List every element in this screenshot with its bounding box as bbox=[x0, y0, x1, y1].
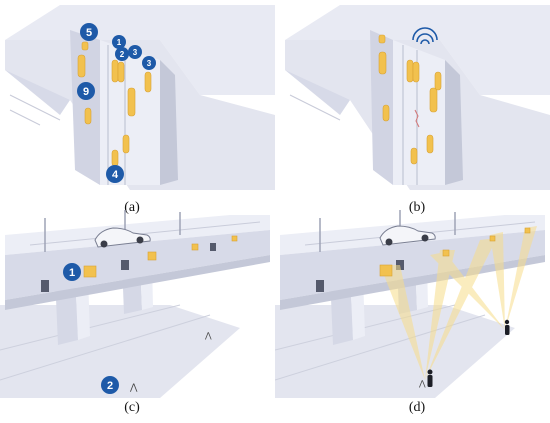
badge-label: 3 bbox=[133, 48, 138, 57]
deck-bottom bbox=[5, 255, 270, 310]
badge-4: 4 bbox=[106, 165, 124, 183]
panel-c: ⋀ ⋀ 1 2 bbox=[0, 210, 275, 398]
road-line bbox=[0, 314, 211, 381]
badge-c-1: 1 bbox=[63, 263, 81, 281]
deck-underside bbox=[5, 5, 275, 95]
badge-label: 4 bbox=[112, 169, 119, 181]
caption-d: (d) bbox=[408, 400, 426, 415]
sensor-grid bbox=[524, 227, 531, 234]
beam bbox=[425, 238, 497, 380]
pier-diagram-b bbox=[285, 5, 550, 190]
person-icon bbox=[504, 319, 510, 335]
sensor bbox=[412, 61, 420, 83]
caption-a: (a) bbox=[124, 200, 140, 215]
badge-3b: 3 bbox=[142, 56, 156, 70]
deck-underside bbox=[285, 5, 550, 95]
sensor bbox=[144, 71, 152, 93]
crack-mark bbox=[414, 109, 420, 128]
sensor-grid-group bbox=[379, 227, 531, 277]
pier-side-face bbox=[445, 60, 463, 185]
ground-plane bbox=[0, 305, 240, 398]
badge-label: 2 bbox=[107, 380, 113, 392]
sensor bbox=[378, 51, 387, 75]
panel-a: 5 1 2 3 3 9 4 bbox=[0, 0, 275, 200]
pier-front-face bbox=[393, 40, 445, 185]
sensor bbox=[410, 147, 418, 165]
person-icon: ⋀ bbox=[129, 382, 138, 392]
sensor bbox=[426, 134, 434, 154]
pier-left-face bbox=[70, 30, 100, 185]
person-icon bbox=[427, 369, 433, 387]
pier-side-face bbox=[160, 60, 178, 185]
lane-line bbox=[29, 221, 261, 246]
sensor bbox=[406, 59, 414, 83]
road-line bbox=[9, 109, 41, 126]
bridge-diagram-c: ⋀ ⋀ 1 2 bbox=[0, 210, 270, 398]
badge-3: 3 bbox=[128, 45, 142, 59]
panel-b bbox=[275, 0, 550, 200]
badge-9: 9 bbox=[77, 82, 95, 100]
sensor bbox=[382, 104, 390, 122]
sensor bbox=[127, 87, 136, 117]
sensor bbox=[429, 87, 438, 113]
road-line bbox=[289, 94, 341, 121]
sensor-grid bbox=[379, 264, 393, 277]
sensor-grid-group bbox=[83, 235, 238, 278]
ground-plane bbox=[275, 305, 515, 398]
sensor bbox=[434, 71, 442, 91]
badge-2: 2 bbox=[115, 47, 129, 61]
badge-label: 9 bbox=[83, 86, 89, 98]
road-line bbox=[9, 94, 61, 121]
sensor bbox=[378, 34, 386, 44]
wireless-signal-icon bbox=[412, 27, 438, 45]
badge-label: 1 bbox=[69, 267, 75, 279]
beam bbox=[425, 250, 455, 380]
person-icon: ⋀ bbox=[204, 331, 212, 340]
beam bbox=[505, 226, 537, 330]
sensor-grid bbox=[147, 251, 157, 261]
sensor-grid bbox=[83, 265, 97, 278]
badge-5: 5 bbox=[80, 23, 98, 41]
pier-left-face bbox=[370, 30, 393, 185]
panel-d: ⋀ bbox=[275, 210, 550, 398]
road-line bbox=[275, 304, 456, 351]
pier-diagram-a: 5 1 2 3 3 9 4 bbox=[5, 5, 275, 190]
car-icon bbox=[94, 227, 151, 248]
bridge-diagram-d: ⋀ bbox=[275, 210, 545, 398]
caption-b: (b) bbox=[408, 200, 426, 215]
car-icon bbox=[379, 225, 436, 246]
beam bbox=[490, 232, 505, 330]
sensor bbox=[81, 41, 89, 51]
sensor-group-b bbox=[378, 34, 442, 165]
lamp-boxes bbox=[41, 243, 216, 292]
tripod-icon: ⋀ bbox=[418, 379, 426, 388]
badge-label: 1 bbox=[117, 38, 122, 47]
sensor-grid bbox=[231, 235, 238, 242]
badge-1: 1 bbox=[112, 35, 126, 49]
sensor-grid bbox=[191, 243, 199, 251]
sensor bbox=[111, 59, 119, 83]
sensor bbox=[111, 149, 119, 167]
beam bbox=[380, 265, 425, 380]
beam bbox=[430, 252, 505, 330]
deck-girder bbox=[5, 230, 270, 300]
badge-c-2: 2 bbox=[101, 376, 119, 394]
sensor bbox=[77, 54, 86, 78]
sensor-grid bbox=[489, 235, 496, 242]
badge-label: 5 bbox=[86, 27, 92, 39]
badge-label: 2 bbox=[120, 50, 125, 59]
sensor bbox=[84, 107, 92, 125]
road-line bbox=[0, 304, 181, 351]
sensor bbox=[122, 134, 130, 154]
sensor-grid bbox=[442, 249, 450, 257]
sensor bbox=[117, 61, 125, 83]
scan-beams bbox=[380, 226, 537, 380]
caption-c: (c) bbox=[124, 400, 140, 415]
badge-label: 3 bbox=[147, 59, 152, 68]
sensor-group-a bbox=[77, 41, 152, 167]
